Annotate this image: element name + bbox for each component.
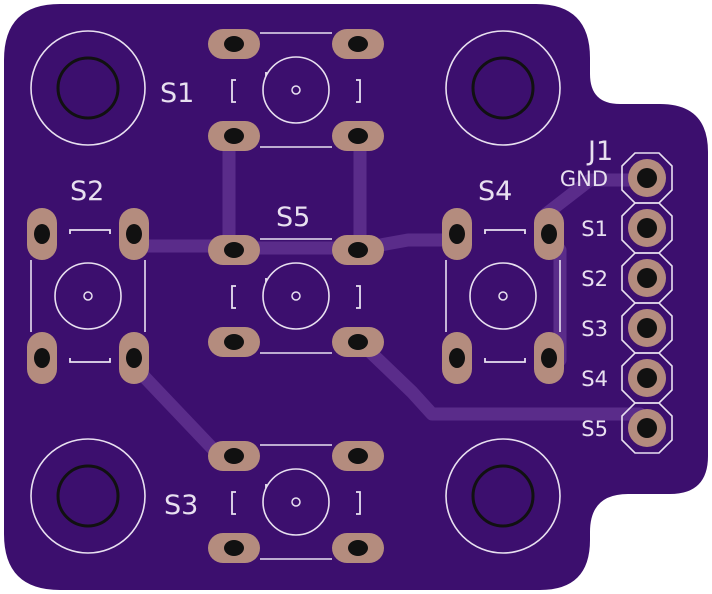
connector-pin-gnd: GND (560, 159, 666, 197)
connector-pin-s2: S2 (581, 259, 666, 297)
mounting-hole-top-right (445, 30, 561, 146)
switch-outline (445, 260, 561, 332)
connector-pin-label: S1 (581, 217, 608, 241)
trace-j1-top (539, 173, 653, 221)
connector-pin-s4: S4 (581, 359, 666, 397)
connector-pin-s5: S5 (581, 409, 666, 447)
switch-center-mark (498, 291, 508, 301)
pad-drill (348, 334, 368, 350)
switch-label: S3 (164, 490, 198, 521)
mounting-holes (30, 30, 561, 554)
switch-s2: S2 (27, 176, 149, 384)
trace-gnd (222, 138, 367, 255)
mounting-hole-keepout (445, 438, 561, 554)
pad-drill (224, 334, 244, 350)
pad-drill (224, 540, 244, 556)
mounting-hole-bottom-right (445, 438, 561, 554)
mounting-hole-top-left (30, 30, 146, 146)
switch-s1: S1 (160, 29, 384, 151)
switch-brackets (69, 229, 111, 363)
connector-pin-label: GND (560, 167, 608, 191)
mounting-hole-drill (471, 56, 535, 120)
mounting-hole-keepout (445, 30, 561, 146)
switch-s5: S5 (208, 202, 384, 357)
switch-outline (260, 444, 332, 560)
pad-drill (126, 348, 142, 368)
switch-outline (260, 32, 332, 148)
pad-drill (126, 224, 142, 244)
mounting-hole-drill (471, 464, 535, 528)
connector-pin-s1: S1 (581, 209, 666, 247)
connector-drill (637, 418, 657, 438)
mounting-hole-drill (56, 56, 120, 120)
connector-label: J1 (586, 136, 613, 167)
connector-drill (637, 368, 657, 388)
connector-pin-label: S4 (581, 367, 608, 391)
connector-pin-label: S5 (581, 417, 608, 441)
pad-drill (449, 224, 465, 244)
pad-drill (449, 348, 465, 368)
pad-drill (34, 348, 50, 368)
pad-drill (34, 224, 50, 244)
pad-drill (348, 36, 368, 52)
switch-label: S5 (276, 202, 310, 233)
pad-drill (541, 224, 557, 244)
pad-drill (348, 540, 368, 556)
pad-drill (224, 128, 244, 144)
mounting-hole-drill (56, 464, 120, 528)
connector-pin-label: S3 (581, 317, 608, 341)
switch-center-mark (291, 291, 301, 301)
pad-drill (224, 242, 244, 258)
switch-center-mark (83, 291, 93, 301)
pad-drill (224, 36, 244, 52)
connector-drill (637, 268, 657, 288)
switch-actuator (469, 262, 537, 330)
connector-pin-s3: S3 (581, 309, 666, 347)
pad-drill (348, 448, 368, 464)
trace-s5 (355, 337, 647, 421)
mounting-hole-keepout (30, 438, 146, 554)
switch-brackets (484, 229, 526, 363)
switch-outline (30, 260, 146, 332)
mounting-hole-bottom-left (30, 438, 146, 554)
mounting-hole-keepout (30, 30, 146, 146)
connector-drill (637, 218, 657, 238)
switch-s4: S4 (442, 176, 564, 384)
pad-drill (348, 128, 368, 144)
board-outline (4, 4, 708, 590)
connector-drill (637, 168, 657, 188)
connector-outline (621, 152, 673, 454)
switch-center-mark (291, 497, 301, 507)
switch-actuator (262, 56, 330, 124)
pad-drill (348, 242, 368, 258)
switch-label: S1 (160, 78, 194, 109)
switch-actuator (262, 262, 330, 330)
connector-pin-label: S2 (581, 267, 608, 291)
connector-drill (637, 318, 657, 338)
switch-center-mark (291, 85, 301, 95)
switch-actuator (262, 468, 330, 536)
switch-label: S2 (70, 176, 104, 207)
switch-label: S4 (478, 176, 512, 207)
switch-outline (260, 238, 332, 354)
pad-drill (541, 348, 557, 368)
pad-drill (224, 448, 244, 464)
switch-s3: S3 (164, 441, 384, 563)
switch-actuator (54, 262, 122, 330)
